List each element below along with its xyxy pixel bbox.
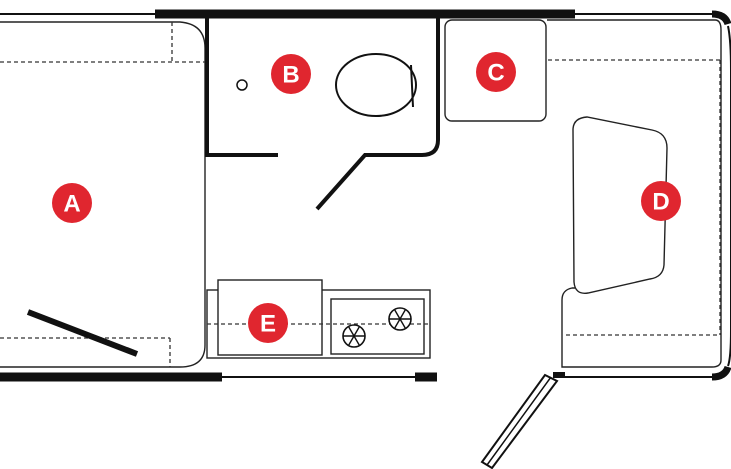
bed-headboard-line [26,309,139,357]
zone-marker-c-label: C [487,60,504,87]
zone-marker-b: B [271,54,311,94]
drain-icon [236,79,248,91]
hob-unit [330,298,425,355]
zone-marker-d: D [641,181,681,221]
zone-marker-c: C [476,52,516,92]
zone-marker-a: A [52,183,92,223]
zone-e-kitchen [206,279,431,359]
burner-icon [388,307,412,331]
zone-a-bed [0,21,206,368]
zone-b-bathroom [205,18,440,211]
zone-marker-b-label: B [282,62,299,89]
dinette-table [572,116,668,294]
burner-icon [342,324,366,348]
outer-walls [0,9,731,382]
zone-d-dinette [547,19,722,368]
zone-marker-e: E [248,303,288,343]
zone-marker-d-label: D [652,189,669,216]
zone-marker-e-label: E [260,311,276,338]
zone-marker-a-label: A [63,191,80,218]
entry-door [480,372,565,469]
toilet-icon [335,53,417,117]
